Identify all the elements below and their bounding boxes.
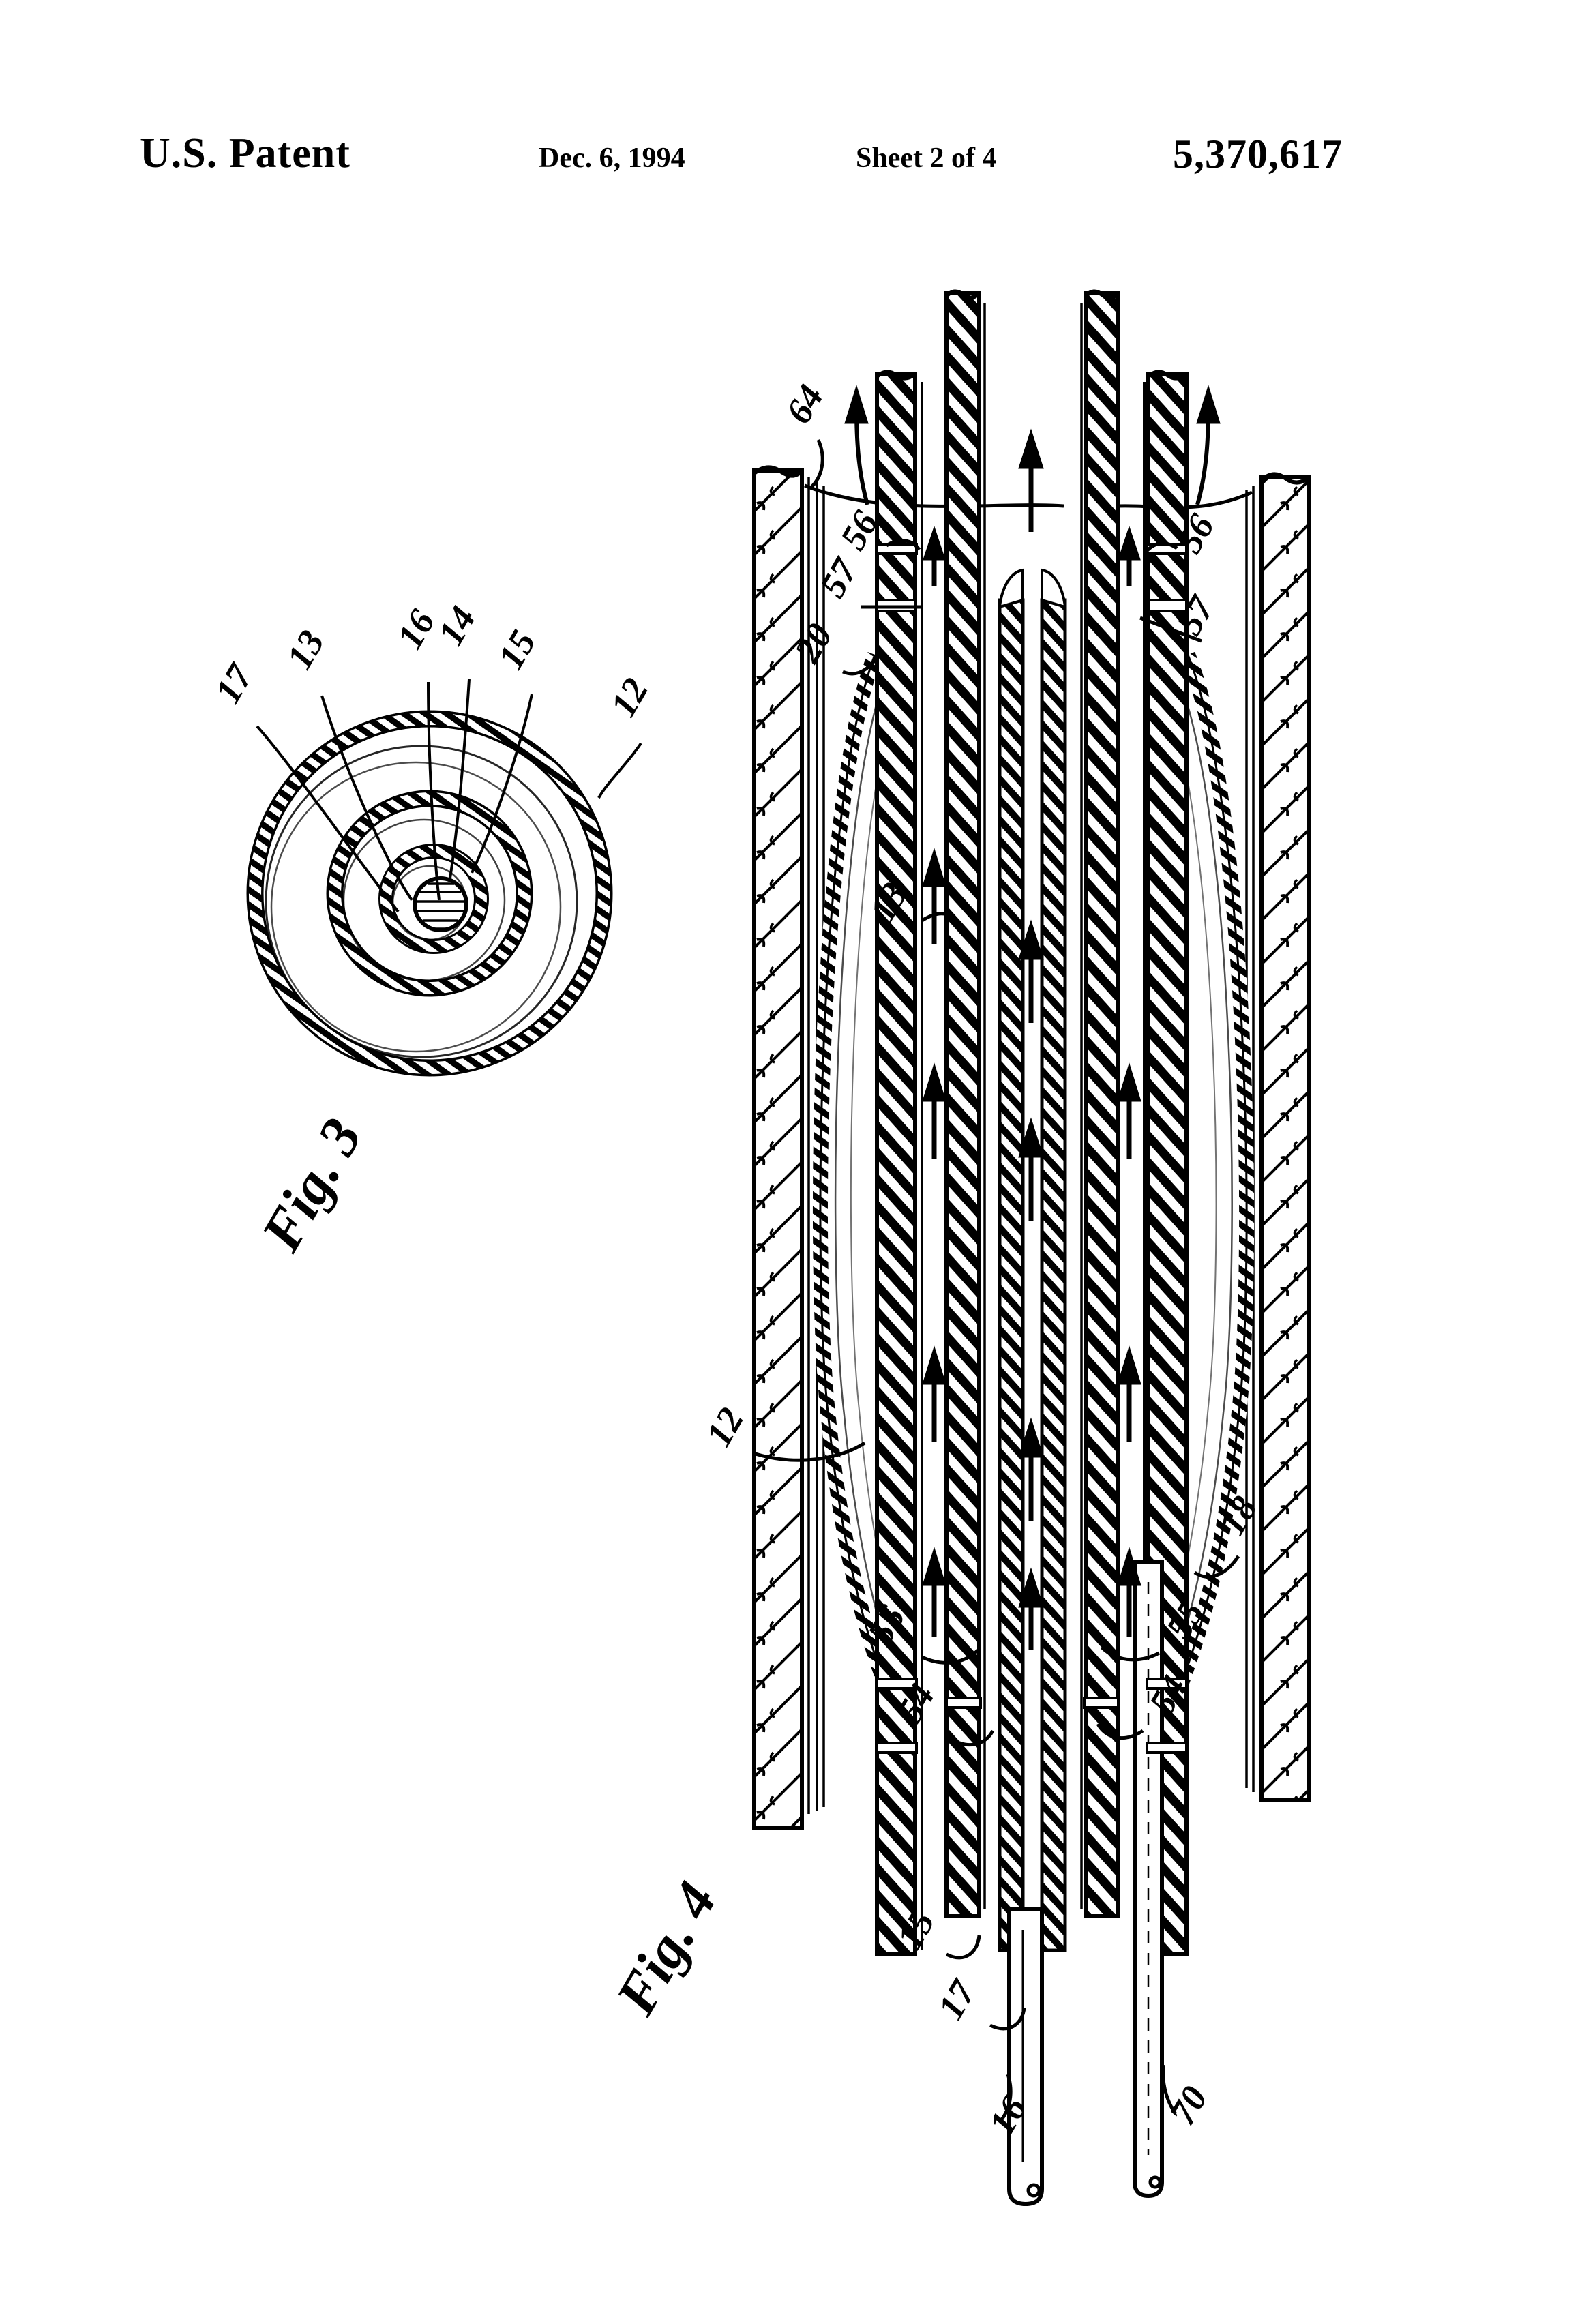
- flow-arrow-center-3: [1018, 1117, 1044, 1221]
- flow-arrow-port-right-up: [1118, 525, 1141, 586]
- flow-arrow-right-2: [1117, 1345, 1141, 1442]
- fig4-inner-tube-17: [998, 568, 1067, 1952]
- fig4-perfusion-ports-lower: [876, 1678, 1188, 1754]
- flow-arrow-left-3: [922, 1345, 946, 1442]
- flow-arrow-port-left-up: [923, 525, 946, 586]
- fig4-ref-57-left: 57: [811, 551, 866, 604]
- fig4-wire-70: [1133, 1560, 1164, 2199]
- fig4-ref-17: 17: [929, 1973, 984, 2026]
- fig4-flow-arrows: [844, 385, 1221, 1650]
- patent-office-label: U.S. Patent: [140, 130, 350, 177]
- fig4-leader-lines: [755, 438, 1240, 2124]
- flow-arrow-center-1: [1018, 428, 1044, 532]
- fig3-ref-14: 14: [430, 599, 483, 652]
- flow-arrow-right-3: [1117, 1547, 1141, 1637]
- fig3-reference-numerals: 17 13 16 14 15 12: [207, 599, 656, 724]
- flow-arrow-center-2: [1018, 919, 1044, 1023]
- fig3-core-16: [413, 876, 468, 932]
- figure-4: 64 56 56 57 57 20 13 12 18 55 55 54 54 1…: [603, 289, 1311, 2207]
- fig4-ref-12: 12: [698, 1401, 751, 1453]
- flow-arrow-left-4: [922, 1547, 946, 1637]
- figure-3: 17 13 16 14 15 12 Fig. 3: [207, 599, 656, 1262]
- patent-header: U.S. Patent Dec. 6, 1994 Sheet 2 of 4 5,…: [0, 130, 1582, 205]
- patent-sheet-label: Sheet 2 of 4: [856, 143, 997, 174]
- fig4-middle-tube-left: [944, 289, 986, 1918]
- flow-arrow-left-1: [922, 1062, 946, 1159]
- fig3-ref-13: 13: [278, 623, 332, 676]
- flow-arrow-left-2: [922, 848, 946, 944]
- patent-number: 5,370,617: [1173, 132, 1343, 177]
- fig3-ref-15: 15: [490, 623, 543, 676]
- patent-date: Dec. 6, 1994: [539, 143, 685, 174]
- fig4-guidewire-16: [1007, 1907, 1044, 2207]
- fig3-ref-17: 17: [207, 657, 261, 710]
- fig3-caption: Fig. 3: [249, 1108, 374, 1262]
- flow-arrow-center-5: [1018, 1567, 1044, 1650]
- fig4-ref-70: 70: [1161, 2079, 1215, 2132]
- fig3-leader-lines: [256, 679, 642, 913]
- fig3-ref-12: 12: [602, 671, 656, 724]
- fig4-ref-64: 64: [777, 378, 831, 430]
- flow-arrow-center-4: [1018, 1417, 1044, 1521]
- flow-arrow-right-1: [1117, 1062, 1141, 1159]
- fig4-vessel-wall-right: [1118, 472, 1311, 1802]
- fig4-caption: Fig. 4: [603, 1872, 729, 2025]
- fig4-middle-tube-right: [1080, 289, 1120, 1918]
- fig4-outer-tube-left: [875, 370, 923, 1956]
